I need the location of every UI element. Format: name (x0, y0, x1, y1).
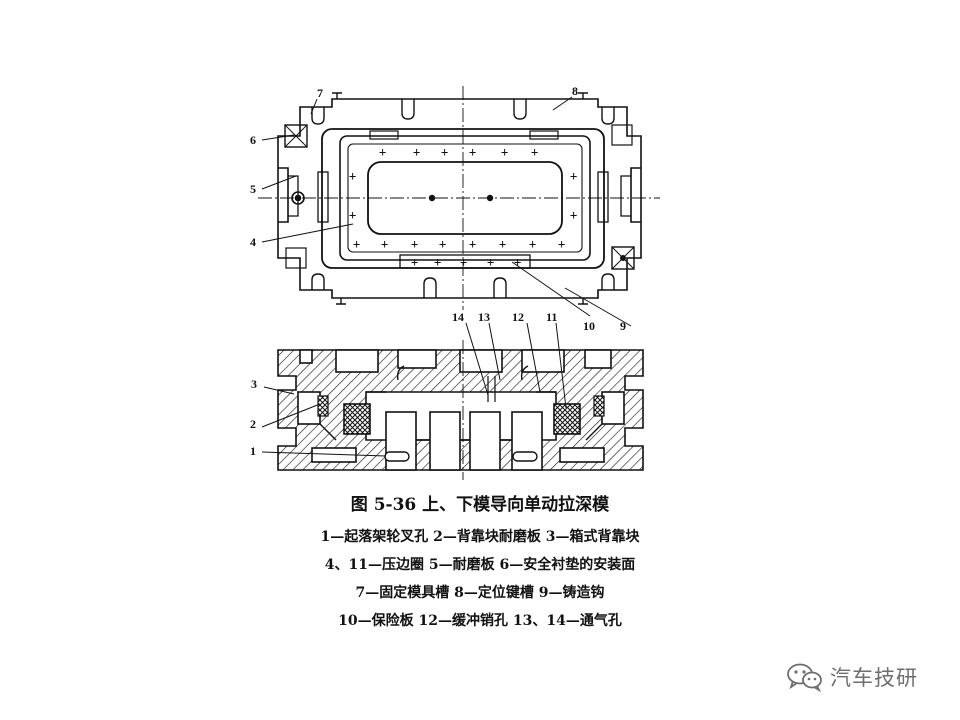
svg-text:+: + (434, 255, 441, 269)
svg-text:+: + (460, 255, 467, 269)
svg-text:+: + (529, 237, 536, 251)
svg-text:+: + (381, 237, 388, 251)
watermark: 汽车技研 (786, 662, 918, 692)
svg-text:+: + (349, 169, 356, 183)
label-13: 13 (478, 310, 490, 324)
label-9: 9 (620, 319, 626, 333)
label-1: 1 (250, 444, 256, 458)
svg-text:+: + (499, 237, 506, 251)
label-12: 12 (512, 310, 524, 324)
plan-plus-markers: ++ ++ ++ ++ ++ ++ ++ ++ ++ ++ ++ + (349, 145, 577, 269)
svg-text:+: + (379, 145, 386, 159)
svg-text:+: + (570, 208, 577, 222)
svg-text:+: + (487, 255, 494, 269)
svg-text:+: + (531, 145, 538, 159)
figure-title: 图 5-36 上、下模导向单动拉深模 (350, 495, 610, 515)
legend-line-2: 4、11—压边圈 5—耐磨板 6—安全衬垫的安装面 (324, 557, 636, 573)
label-2: 2 (250, 417, 256, 431)
leader-lines (261, 96, 632, 457)
svg-text:+: + (570, 169, 577, 183)
wechat-icon (787, 663, 822, 692)
label-3: 3 (251, 377, 257, 391)
svg-text:+: + (441, 145, 448, 159)
svg-text:+: + (558, 237, 565, 251)
label-5: 5 (250, 182, 256, 196)
plan-centerlines (258, 86, 660, 310)
svg-text:+: + (411, 237, 418, 251)
svg-text:+: + (469, 237, 476, 251)
callout-labels: 7 8 6 5 4 10 9 14 13 12 11 3 2 1 (250, 84, 626, 458)
section-view (277, 349, 644, 471)
svg-text:+: + (469, 145, 476, 159)
plan-view (277, 92, 642, 305)
svg-text:+: + (514, 255, 521, 269)
pressure-ring-left (343, 403, 371, 435)
svg-text:+: + (411, 255, 418, 269)
watermark-text: 汽车技研 (830, 666, 918, 690)
legend-line-1: 1—起落架轮叉孔 2—背靠块耐磨板 3—箱式背靠块 (320, 529, 640, 545)
label-8: 8 (572, 84, 578, 98)
svg-text:+: + (413, 145, 420, 159)
legend-line-4: 10—保险板 12—缓冲销孔 13、14—通气孔 (338, 613, 622, 629)
plan-outer-outline (277, 98, 642, 299)
svg-text:+: + (353, 237, 360, 251)
svg-text:+: + (501, 145, 508, 159)
label-10: 10 (583, 319, 595, 333)
label-11: 11 (546, 310, 557, 324)
die-diagram: ++ ++ ++ ++ ++ ++ ++ ++ ++ ++ ++ + (250, 84, 660, 480)
label-7: 7 (317, 86, 323, 100)
svg-text:+: + (439, 237, 446, 251)
legend-line-3: 7—固定模具槽 8—定位键槽 9—铸造钩 (355, 585, 605, 601)
pressure-ring-right (553, 403, 581, 435)
insurance-plate (399, 254, 531, 269)
svg-text:+: + (349, 208, 356, 222)
label-4: 4 (250, 235, 256, 249)
label-14: 14 (452, 310, 464, 324)
label-6: 6 (250, 133, 256, 147)
